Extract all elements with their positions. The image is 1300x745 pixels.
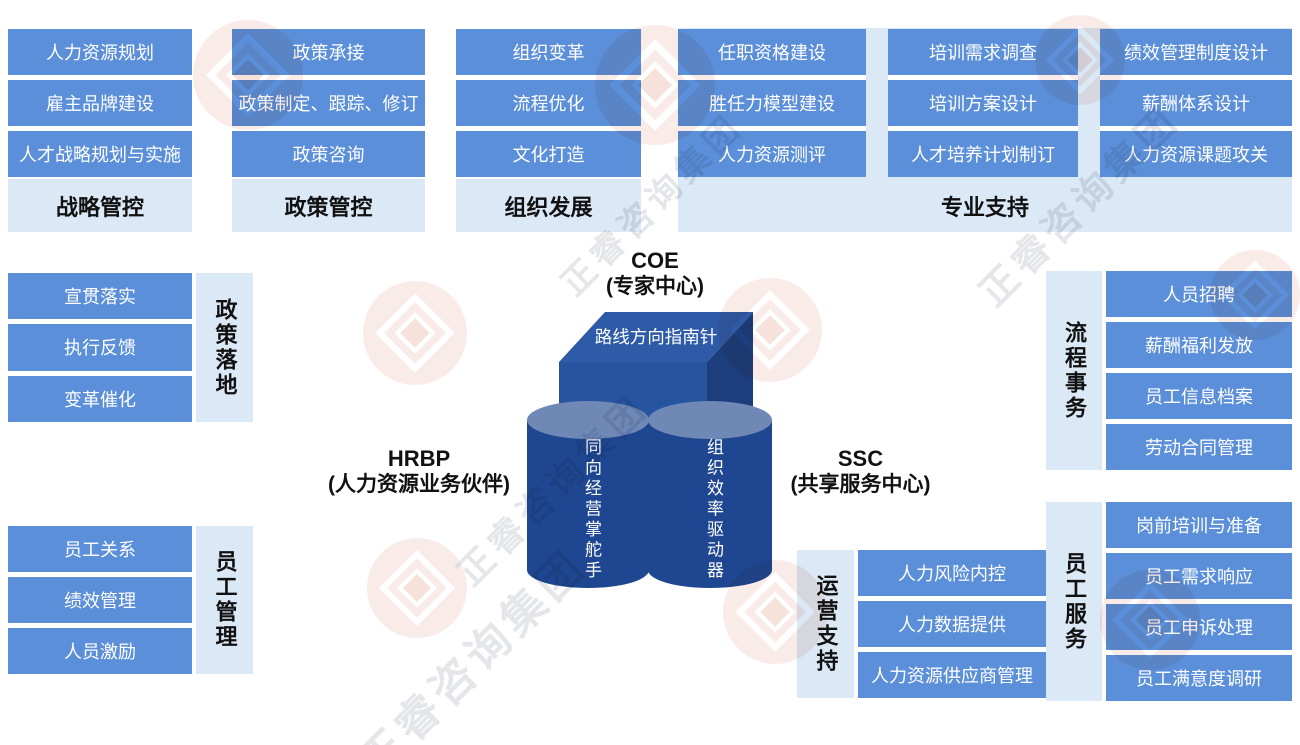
coe-title: COE: [631, 248, 679, 273]
hrbp-subtitle: (人力资源业务伙伴): [328, 473, 510, 497]
group-employee-service: 岗前培训与准备 员工需求响应 员工申诉处理 员工满意度调研: [1106, 502, 1292, 701]
group-org-development-label: 组织发展: [456, 179, 641, 232]
coe-subtitle: (专家中心): [606, 275, 704, 299]
item: 人力资源课题攻关: [1100, 131, 1292, 177]
item: 员工关系: [8, 526, 192, 572]
hrbp-title-block: HRBP (人力资源业务伙伴): [299, 446, 539, 498]
group-policy-control-label: 政策管控: [232, 179, 425, 232]
group-policy-landing: 宣贯落实 执行反馈 变革催化: [8, 273, 192, 422]
group-process-affairs: 人员招聘 薪酬福利发放 员工信息档案 劳动合同管理: [1106, 271, 1292, 470]
group-professional-support-col1: 任职资格建设 胜任力模型建设 人力资源测评: [678, 29, 866, 177]
ssc-title: SSC: [837, 446, 884, 471]
group-strategy-control-label: 战略管控: [8, 179, 192, 232]
item: 文化打造: [456, 131, 641, 177]
ssc-title-block: SSC (共享服务中心): [758, 446, 963, 498]
group-employee-service-label: 员工服务: [1046, 502, 1102, 701]
group-policy-control: 政策承接 政策制定、跟踪、修订 政策咨询: [232, 29, 425, 177]
box-top-face: [559, 312, 753, 362]
group-org-development: 组织变革 流程优化 文化打造: [456, 29, 641, 177]
watermark-logo-icon: [367, 538, 467, 638]
item: 绩效管理制度设计: [1100, 29, 1292, 75]
hrbp-title: HRBP: [387, 446, 451, 471]
item: 政策咨询: [232, 131, 425, 177]
item: 任职资格建设: [678, 29, 866, 75]
group-operation-support-label: 运营支持: [797, 550, 854, 698]
cylinder-right-top: [648, 401, 772, 439]
item: 员工申诉处理: [1106, 604, 1292, 650]
cylinder-left-top: [527, 401, 649, 439]
item: 培训方案设计: [888, 80, 1078, 126]
cylinder-right-text: 组织效率驱动器: [704, 438, 723, 582]
group-professional-support-col2: 培训需求调查 培训方案设计 人才培养计划制订: [888, 29, 1078, 177]
item: 政策承接: [232, 29, 425, 75]
watermark-logo-icon: [363, 281, 467, 385]
group-policy-landing-label: 政策落地: [196, 273, 253, 422]
item: 执行反馈: [8, 324, 192, 371]
group-process-affairs-label: 流程事务: [1046, 271, 1102, 470]
cylinder-left-body: [527, 420, 649, 570]
item: 薪酬体系设计: [1100, 80, 1292, 126]
group-professional-support-col3: 绩效管理制度设计 薪酬体系设计 人力资源课题攻关: [1100, 29, 1292, 177]
item: 薪酬福利发放: [1106, 322, 1292, 368]
item: 雇主品牌建设: [8, 80, 192, 126]
item: 人才培养计划制订: [888, 131, 1078, 177]
item: 人员招聘: [1106, 271, 1292, 317]
item: 宣贯落实: [8, 273, 192, 320]
item: 政策制定、跟踪、修订: [232, 80, 425, 126]
center-pillar-graphic: 路线方向指南针: [527, 312, 772, 588]
item: 人才战略规划与实施: [8, 131, 192, 177]
group-employee-management: 员工关系 绩效管理 人员激励: [8, 526, 192, 674]
item: 岗前培训与准备: [1106, 502, 1292, 548]
item: 劳动合同管理: [1106, 424, 1292, 470]
item: 流程优化: [456, 80, 641, 126]
group-professional-support-label: 专业支持: [940, 194, 1029, 220]
item: 组织变革: [456, 29, 641, 75]
cylinder-left-bottom: [527, 552, 649, 588]
cylinder-left-text: 同向经营掌舵手: [582, 438, 601, 582]
coe-title-block: COE (专家中心): [545, 248, 765, 300]
item: 人员激励: [8, 628, 192, 674]
item: 员工满意度调研: [1106, 655, 1292, 701]
group-strategy-control: 人力资源规划 雇主品牌建设 人才战略规划与实施: [8, 29, 192, 177]
item: 人力数据提供: [858, 601, 1046, 647]
item: 人力资源供应商管理: [858, 652, 1046, 698]
item: 变革催化: [8, 375, 192, 422]
cylinder-right-body: [648, 420, 772, 570]
item: 人力资源测评: [678, 131, 866, 177]
item: 培训需求调查: [888, 29, 1078, 75]
group-employee-management-label: 员工管理: [196, 526, 253, 674]
item: 绩效管理: [8, 577, 192, 623]
item: 员工信息档案: [1106, 373, 1292, 419]
item: 员工需求响应: [1106, 553, 1292, 599]
item: 胜任力模型建设: [678, 80, 866, 126]
item: 人力风险内控: [858, 550, 1046, 596]
ssc-subtitle: (共享服务中心): [790, 473, 931, 497]
group-operation-support: 人力风险内控 人力数据提供 人力资源供应商管理: [858, 550, 1046, 698]
item: 人力资源规划: [8, 29, 192, 75]
box-text: 路线方向指南针: [595, 327, 718, 347]
